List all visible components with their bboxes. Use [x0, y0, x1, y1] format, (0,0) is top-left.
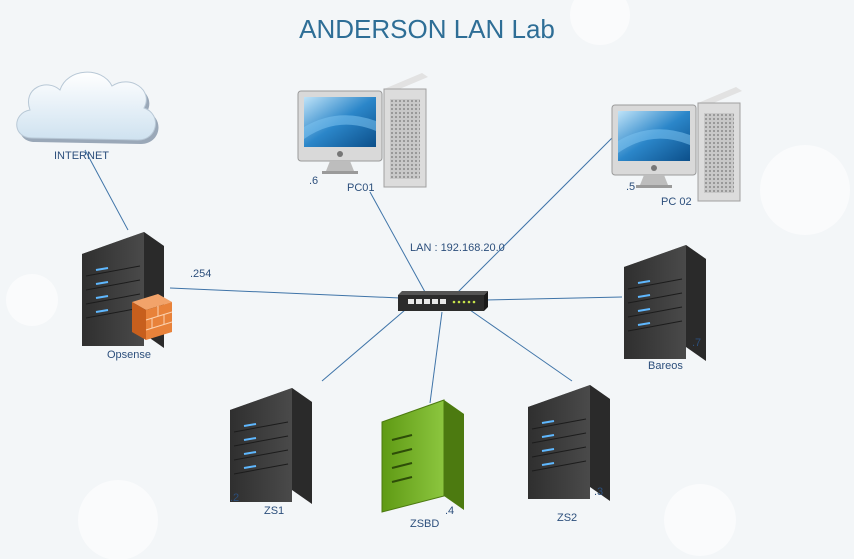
- link-zsbd-switch: [429, 311, 443, 404]
- zs2-ip: .3: [594, 486, 604, 498]
- internet-label: INTERNET: [54, 150, 109, 162]
- pc02-ip: .5: [626, 181, 636, 193]
- server-icon: [527, 384, 611, 502]
- lan-label: LAN : 192.168.20.0: [410, 242, 505, 254]
- network-switch-icon: [398, 291, 488, 311]
- network-links: [84, 137, 623, 404]
- bareos-label: Bareos: [648, 360, 683, 372]
- link-internet-opsense: [84, 149, 129, 231]
- zsbd-ip: .4: [445, 505, 455, 517]
- desktop-computer-icon: [297, 72, 429, 188]
- link-opsense-switch: [169, 287, 401, 299]
- zs2-label: ZS2: [557, 512, 578, 524]
- opsense-ip: .254: [190, 268, 212, 280]
- link-bareos-switch: [484, 296, 623, 301]
- pc01-label: PC01: [347, 182, 375, 194]
- cloud-icon: [16, 71, 159, 144]
- opsense-label: Opsense: [107, 349, 152, 361]
- zsbd-label: ZSBD: [410, 518, 440, 530]
- zs1-label: ZS1: [264, 505, 285, 517]
- bareos-ip: .7: [692, 337, 702, 349]
- zs1-ip: .2: [230, 492, 240, 504]
- link-pc02-switch: [457, 137, 613, 293]
- link-zs1-switch: [321, 309, 406, 382]
- server-icon: [229, 387, 313, 505]
- link-pc01-switch: [369, 191, 426, 293]
- link-zs2-switch: [469, 309, 573, 382]
- database-server-icon: [381, 399, 464, 513]
- pc02-label: PC 02: [661, 196, 692, 208]
- pc01-ip: .6: [309, 175, 319, 187]
- firewall-server-icon: [81, 231, 173, 349]
- page-title: ANDERSON LAN Lab: [299, 14, 555, 44]
- background-decoration: [6, 0, 850, 559]
